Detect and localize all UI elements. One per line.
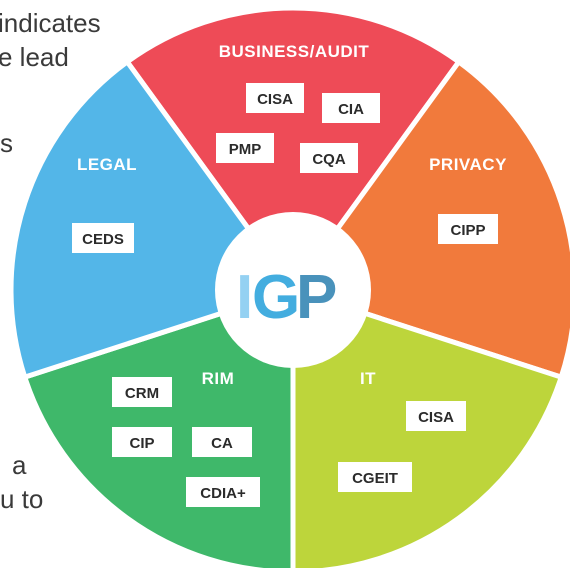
badge-rim-ca: CA	[192, 427, 252, 457]
background-text-line-2: e lead	[0, 42, 69, 72]
badge-rim-cip: CIP	[112, 427, 172, 457]
background-text-line-1: indicates	[0, 8, 101, 38]
svg-text:CGEIT: CGEIT	[352, 470, 398, 487]
badge-it-cgeit: CGEIT	[338, 462, 412, 492]
badge-rim-crm: CRM	[112, 377, 172, 407]
segment-title-business-audit: BUSINESS/AUDIT	[219, 42, 370, 61]
background-text-line-4: a	[12, 450, 27, 480]
badge-business-cisa: CISA	[246, 83, 304, 113]
badge-legal-ceds: CEDS	[72, 223, 134, 253]
background-text-line-5: u to	[0, 484, 44, 514]
badge-business-pmp: PMP	[216, 133, 274, 163]
segment-title-legal: LEGAL	[77, 155, 137, 174]
svg-text:CRM: CRM	[125, 385, 159, 402]
badge-business-cqa: CQA	[300, 143, 358, 173]
svg-text:CIA: CIA	[338, 101, 364, 118]
badge-it-cisa: CISA	[406, 401, 466, 431]
igp-logo: I G P	[236, 263, 337, 332]
segment-title-it: IT	[360, 369, 376, 388]
svg-text:CISA: CISA	[418, 409, 454, 426]
svg-text:CA: CA	[211, 435, 233, 452]
logo-letter-i: I	[236, 263, 253, 332]
svg-text:CEDS: CEDS	[82, 231, 124, 248]
background-text-line-3: s	[0, 128, 13, 158]
svg-text:CQA: CQA	[312, 151, 346, 168]
svg-text:CISA: CISA	[257, 91, 293, 108]
svg-text:PMP: PMP	[229, 141, 262, 158]
badge-privacy-cipp: CIPP	[438, 214, 498, 244]
badge-rim-cdia-plus: CDIA+	[186, 477, 260, 507]
logo-letter-g: G	[252, 263, 300, 332]
segment-title-rim: RIM	[202, 369, 235, 388]
segment-business-audit	[124, 5, 462, 293]
logo-letter-p: P	[296, 263, 337, 332]
svg-text:CIP: CIP	[129, 435, 154, 452]
center-hub	[215, 212, 371, 368]
segment-title-privacy: PRIVACY	[429, 155, 507, 174]
svg-text:CIPP: CIPP	[450, 222, 485, 239]
badge-business-cia: CIA	[322, 93, 380, 123]
svg-text:CDIA+: CDIA+	[200, 485, 246, 502]
